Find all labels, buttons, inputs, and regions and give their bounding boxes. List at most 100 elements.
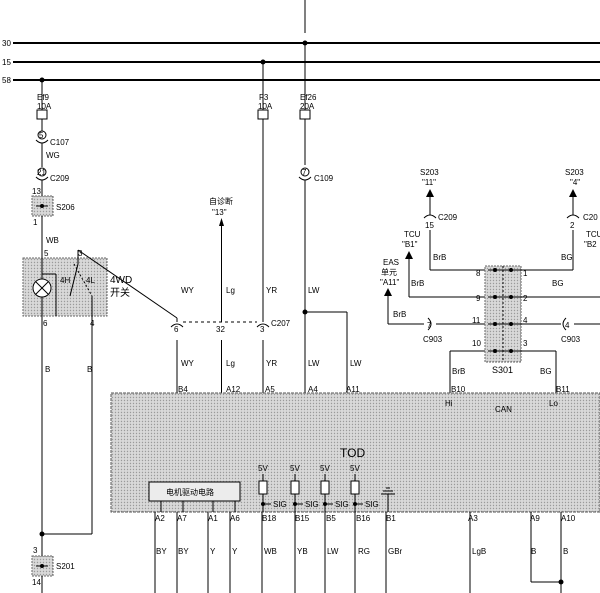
s203-right-ref: "4" bbox=[570, 178, 580, 187]
power-buses: 30 15 58 bbox=[2, 39, 600, 85]
pin-b15: B15 bbox=[295, 514, 310, 523]
supply-b18: 5V bbox=[258, 464, 268, 473]
c903-right-name: C903 bbox=[561, 335, 581, 344]
connector-c109 bbox=[298, 176, 312, 181]
s201-pin-bottom: 14 bbox=[32, 578, 41, 587]
s301-pin-4: 4 bbox=[523, 316, 528, 325]
s301-pin-9: 9 bbox=[476, 294, 481, 303]
pin-a2: A2 bbox=[155, 514, 165, 523]
s301-pin-11: 11 bbox=[472, 316, 481, 325]
pin-a6: A6 bbox=[230, 514, 240, 523]
pin-a7: A7 bbox=[177, 514, 187, 523]
connector-c207-6 bbox=[170, 323, 184, 328]
switch-pin-top-right: 3 bbox=[78, 249, 83, 258]
s301-pin-1: 1 bbox=[523, 269, 528, 278]
c207-pin-32: 32 bbox=[216, 325, 225, 334]
switch-mode-4h: 4H bbox=[60, 276, 70, 285]
wire-bottom-y-2: Y bbox=[232, 547, 238, 556]
wire-brb-hi: BrB bbox=[452, 367, 465, 376]
switch-pin-bottom-left: 6 bbox=[43, 319, 48, 328]
c209-edge-pin: 2 bbox=[570, 221, 575, 230]
arrow-up-icon bbox=[219, 218, 224, 226]
wire-brb-eas: BrB bbox=[393, 310, 406, 319]
c209-edge-name: C20 bbox=[583, 213, 598, 222]
wire-wy-top: WY bbox=[181, 286, 195, 295]
switch-mode-4l: 4L bbox=[86, 276, 95, 285]
wire-wy-bot: WY bbox=[181, 359, 195, 368]
arrow-up-icon bbox=[405, 251, 413, 259]
tcu-right-ref: "B2 bbox=[584, 240, 597, 249]
module-name: TOD bbox=[340, 446, 365, 460]
s206-pin-bottom: 1 bbox=[33, 218, 38, 227]
tod-module: B4 A12 A5 A4 A11 B10 B11 Hi Lo CAN TOD 电… bbox=[110, 385, 600, 593]
pin-b10: B10 bbox=[451, 385, 466, 394]
motor-driver-box bbox=[148, 481, 241, 502]
wire-b-switch: B bbox=[87, 365, 92, 374]
s203-right-name: S203 bbox=[565, 168, 584, 177]
c109-name: C109 bbox=[314, 174, 334, 183]
fuse-ef26-name: Ef26 bbox=[300, 93, 317, 102]
fuse-f3 bbox=[257, 109, 269, 120]
pin-a5: A5 bbox=[265, 385, 275, 394]
pin-a4: A4 bbox=[308, 385, 318, 394]
s301-pin-2: 2 bbox=[523, 294, 528, 303]
s301-pin-10: 10 bbox=[472, 339, 481, 348]
sig-1: SIG bbox=[273, 500, 287, 509]
pin-b18: B18 bbox=[262, 514, 277, 523]
connector-c209-left bbox=[35, 176, 49, 181]
wire-lg-top: Lg bbox=[226, 286, 235, 295]
eas-line1: EAS bbox=[383, 258, 399, 267]
can-label: CAN bbox=[495, 405, 512, 414]
eas-ref: "A11" bbox=[380, 278, 399, 287]
wire-bottom-rg: RG bbox=[358, 547, 370, 556]
sig-2: SIG bbox=[305, 500, 319, 509]
wire-bg-s301: BG bbox=[552, 279, 564, 288]
wire-bottom-yb: YB bbox=[297, 547, 308, 556]
pin-a1: A1 bbox=[208, 514, 218, 523]
wire-wb: WB bbox=[46, 236, 59, 245]
sig-3: SIG bbox=[335, 500, 349, 509]
c109-pin: 7 bbox=[302, 168, 307, 177]
wire-yr-bot: YR bbox=[266, 359, 277, 368]
arrow-up-icon bbox=[426, 189, 434, 197]
s203-left-ref: "11" bbox=[422, 178, 436, 187]
c209-right-pin: 15 bbox=[425, 221, 434, 230]
pin-b11: B11 bbox=[556, 385, 570, 394]
pin-a9: A9 bbox=[530, 514, 540, 523]
c903-left-name: C903 bbox=[423, 335, 443, 344]
supply-b16: 5V bbox=[350, 464, 360, 473]
pin-a10: A10 bbox=[561, 514, 576, 523]
switch-label-2: 开关 bbox=[110, 286, 130, 299]
wire-bottom-wb: WB bbox=[264, 547, 277, 556]
connector-c209-edge bbox=[566, 214, 580, 219]
supply-b15: 5V bbox=[290, 464, 300, 473]
wire-bg-lo: BG bbox=[540, 367, 552, 376]
wire-lw-bot: LW bbox=[308, 359, 320, 368]
wire-lg-bot: Lg bbox=[226, 359, 235, 368]
resistor-icon bbox=[258, 480, 268, 495]
tcu-left-ref: "B1" bbox=[402, 240, 418, 249]
c107-name: C107 bbox=[50, 138, 70, 147]
pin-b1: B1 bbox=[386, 514, 396, 523]
c209-right-name: C209 bbox=[438, 213, 458, 222]
wire-bottom-b-1: B bbox=[531, 547, 536, 556]
wire-bg-tcu: BG bbox=[561, 253, 573, 262]
s201-name: S201 bbox=[56, 562, 75, 571]
fuse-ef26-rating: 20A bbox=[300, 102, 315, 111]
pin-a11: A11 bbox=[346, 385, 360, 394]
resistor-icon bbox=[320, 480, 330, 495]
arrow-up-icon bbox=[569, 189, 577, 197]
c207-name: C207 bbox=[271, 319, 291, 328]
wire-bottom-gbr: GBr bbox=[388, 547, 403, 556]
c209-left-pin: 21 bbox=[37, 168, 46, 177]
pin-b16: B16 bbox=[356, 514, 371, 523]
self-diag-ref: "13" bbox=[212, 208, 227, 217]
wire-bottom-lgb: LgB bbox=[472, 547, 486, 556]
eas-line2: 单元 bbox=[381, 267, 397, 277]
connector-c903-left bbox=[427, 317, 432, 331]
wire-lw-a11: LW bbox=[350, 359, 362, 368]
s206-pin-top: 13 bbox=[32, 187, 41, 196]
fuse-ef9-name: Ef9 bbox=[37, 93, 50, 102]
pin-b4: B4 bbox=[178, 385, 188, 394]
